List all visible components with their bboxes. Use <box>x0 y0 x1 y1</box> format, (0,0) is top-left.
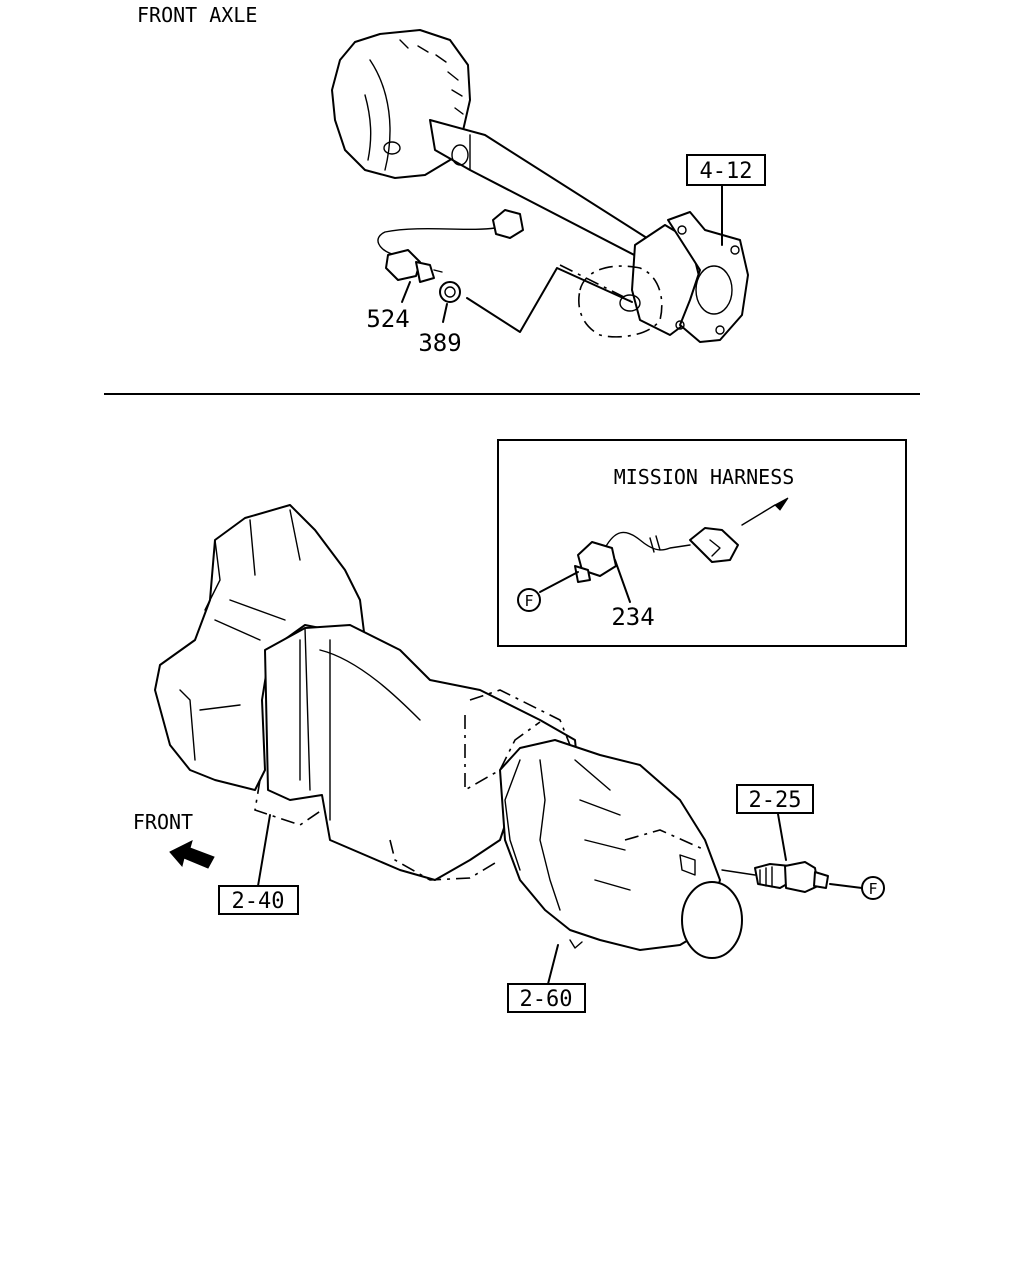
axle-sensor <box>377 209 524 283</box>
rear-marker-f: F <box>868 880 877 898</box>
washer-389 <box>439 281 461 303</box>
ref-label-2-40: 2-40 <box>232 889 285 914</box>
ref-label-2-60: 2-60 <box>520 987 573 1012</box>
front-direction-label: FRONT <box>133 810 193 834</box>
ref-box-4-12[interactable]: 4-12 <box>686 154 766 186</box>
front-axle-assembly <box>331 29 749 343</box>
front-axle-title: FRONT AXLE <box>137 3 257 27</box>
front-arrow-icon <box>169 840 215 869</box>
ref-box-2-25[interactable]: 2-25 <box>736 784 814 814</box>
callout-234: 234 <box>611 603 654 631</box>
callout-389: 389 <box>418 329 461 357</box>
transmission-assembly <box>154 504 743 959</box>
ref-box-2-40[interactable]: 2-40 <box>218 885 299 915</box>
ref-box-2-60[interactable]: 2-60 <box>507 983 586 1013</box>
inset-marker-f: F <box>524 592 533 610</box>
ref-label-4-12: 4-12 <box>700 159 753 184</box>
ref-label-2-25: 2-25 <box>749 788 802 813</box>
rear-sensor <box>721 861 829 893</box>
inset-title: MISSION HARNESS <box>614 465 795 489</box>
callout-524: 524 <box>366 305 409 333</box>
mission-harness-inset: MISSION HARNESS F 234 <box>497 439 907 647</box>
